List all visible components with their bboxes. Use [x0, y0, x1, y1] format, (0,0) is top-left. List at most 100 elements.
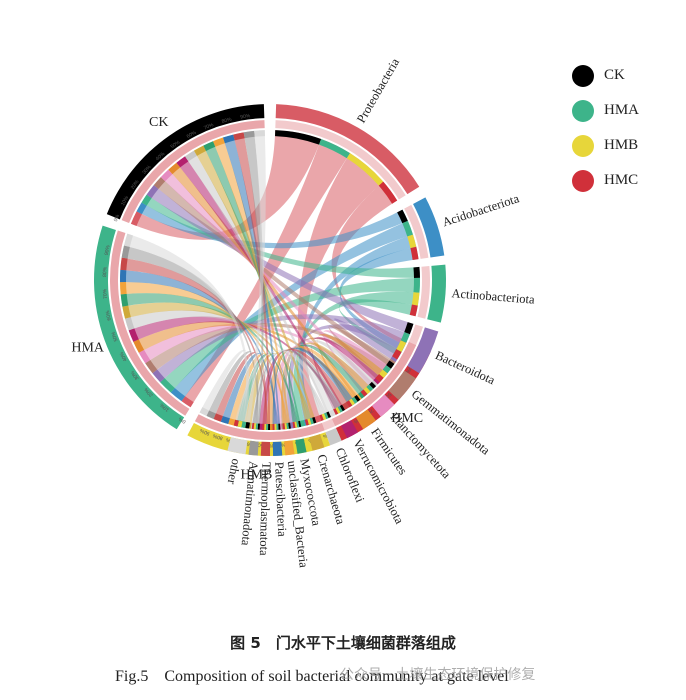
group-stack-band — [120, 282, 127, 295]
phylum-stack-band — [392, 349, 402, 360]
phylum-stack-band — [323, 412, 329, 420]
chord-ribbon — [146, 185, 414, 335]
phylum-stack-band — [319, 138, 351, 159]
phylum-stack-band — [253, 423, 257, 430]
phylum-stack-band — [272, 423, 275, 430]
phylum-stack-band — [264, 423, 267, 430]
figure-caption-chinese: 图 5 门水平下土壤细菌群落组成 — [230, 634, 456, 652]
legend-item-hma: HMA — [572, 93, 639, 128]
phylum-outer-arc — [248, 440, 259, 456]
group-percent-ring — [109, 230, 190, 416]
phylum-percent-ring — [336, 411, 350, 424]
phylum-label: Patescibacteria — [272, 461, 289, 537]
phylum-outer-arc — [284, 440, 295, 456]
phylum-outer-arc — [371, 394, 395, 417]
phylum-stack-band — [298, 420, 302, 428]
legend-swatch-hmb — [572, 134, 594, 157]
phylum-percent-ring — [417, 266, 430, 319]
phylum-stack-band — [337, 405, 343, 413]
legend-item-ck: CK — [572, 58, 639, 93]
chord-ribbon — [170, 220, 413, 402]
phylum-stack-band — [251, 422, 255, 430]
group-stack-band — [124, 233, 134, 247]
phylum-stack-band — [346, 400, 353, 408]
chord-ribbon — [213, 352, 267, 430]
phylum-stack-band — [284, 423, 287, 430]
phylum-stack-band — [409, 304, 418, 317]
chord-ribbon — [168, 162, 361, 402]
phylum-stack-band — [276, 423, 279, 430]
phylum-stack-band — [413, 277, 421, 293]
tick-label: 90% — [104, 244, 112, 255]
phylum-stack-band — [262, 423, 265, 430]
phylum-label: Actinobacteriota — [451, 286, 536, 307]
phylum-stack-band — [397, 209, 408, 224]
tick-label: 0% — [113, 213, 121, 222]
phylum-stack-band — [292, 421, 296, 429]
phylum-outer-arc — [272, 441, 283, 456]
tick-label: 50% — [170, 139, 182, 150]
phylum-outer-arc — [295, 438, 307, 454]
chord-ribbon — [311, 337, 383, 415]
legend-label: HMC — [604, 172, 639, 188]
group-stack-band — [160, 378, 175, 393]
phylum-stack-band — [266, 423, 269, 430]
chord-ribbon — [125, 310, 329, 420]
tick-label: 50% — [110, 330, 119, 342]
tick-label: 20% — [130, 179, 141, 191]
phylum-percent-ring — [250, 430, 260, 440]
group-stack-band — [193, 145, 207, 156]
group-stack-band — [121, 245, 130, 259]
group-label: CK — [149, 115, 168, 130]
phylum-label: Thermoplasmatota — [257, 462, 273, 557]
phylum-stack-band — [245, 422, 250, 429]
chord-ribbon — [160, 277, 421, 393]
phylum-stack-band — [237, 420, 243, 428]
tick-label: 30% — [130, 369, 141, 381]
phylum-stack-band — [268, 423, 270, 430]
phylum-stack-band — [354, 395, 361, 402]
phylum-stack-band — [333, 408, 339, 415]
group-stack-band — [120, 257, 128, 271]
phylum-stack-band — [288, 422, 291, 429]
chord-ribbon — [233, 349, 338, 427]
chord-ribbon — [297, 153, 384, 424]
phylum-percent-ring — [321, 418, 336, 431]
group-stack-band — [176, 156, 189, 168]
tick-label: 0% — [321, 431, 330, 439]
chord-ribbon — [122, 302, 314, 425]
group-stack-band — [181, 396, 194, 408]
group-stack-band — [145, 359, 158, 374]
phylum-stack-band — [321, 413, 327, 421]
tick-label: 70% — [203, 122, 215, 131]
phylum-percent-ring — [275, 120, 406, 200]
tick-label: 80% — [221, 116, 233, 125]
phylum-stack-band — [326, 411, 332, 419]
phylum-outer-arc — [227, 437, 248, 455]
chord-ribbon — [176, 156, 345, 412]
group-stack-band — [223, 134, 235, 144]
group-stack-band — [233, 132, 245, 141]
phylum-stack-band — [400, 332, 410, 343]
group-label: HMC — [391, 411, 423, 426]
phylum-stack-band — [378, 181, 398, 204]
tick-label: 10% — [120, 195, 130, 207]
phylum-stack-band — [241, 421, 247, 428]
phylum-percent-ring — [350, 401, 367, 416]
group-stack-band — [206, 410, 216, 419]
group-stack-band — [220, 416, 230, 425]
chord-ribbon — [243, 352, 312, 429]
legend-item-hmc: HMC — [572, 163, 639, 198]
phylum-stack-band — [278, 423, 281, 430]
group-outer-arc — [187, 423, 331, 456]
chord-ribbon — [141, 194, 420, 278]
phylum-percent-ring — [365, 387, 384, 405]
tick-label: 10% — [159, 401, 171, 412]
phylum-stack-band — [351, 396, 358, 404]
chord-ribbon — [334, 318, 402, 363]
legend-label: HMB — [604, 137, 639, 153]
phylum-stack-band — [360, 389, 368, 397]
phylum-stack-band — [363, 387, 371, 395]
phylum-stack-band — [407, 234, 417, 249]
phylum-stack-band — [335, 407, 341, 414]
